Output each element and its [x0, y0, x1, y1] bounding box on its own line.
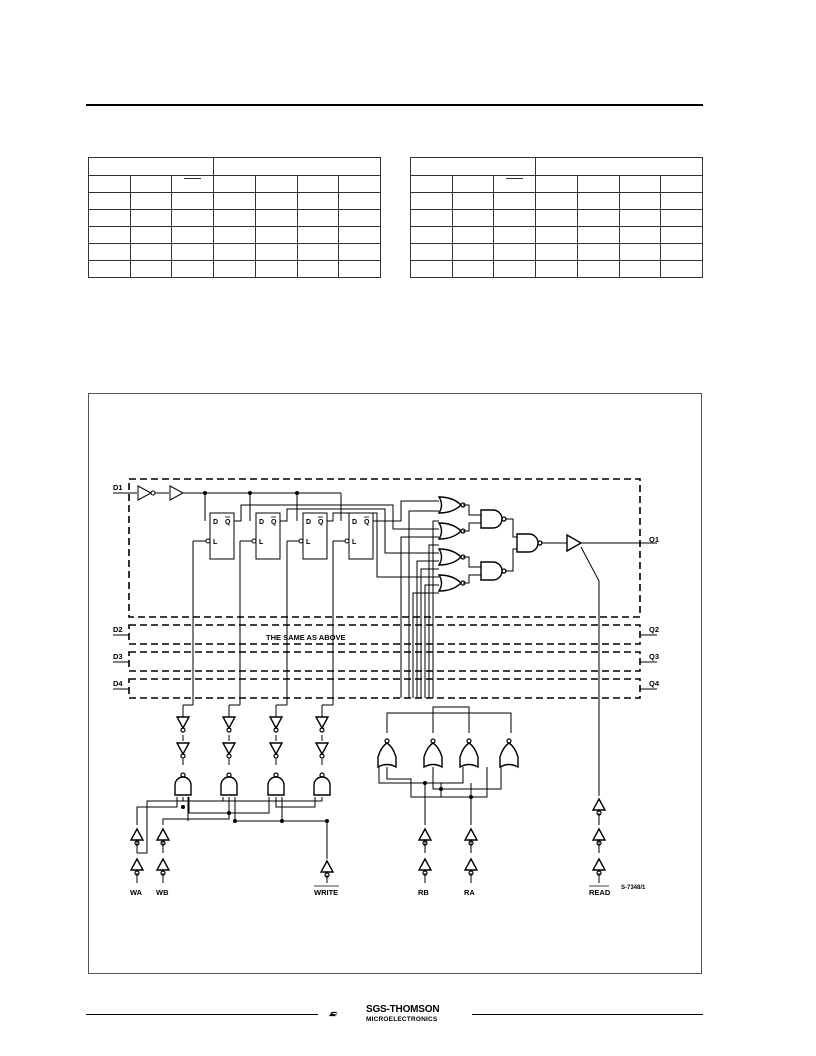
label-write: WRITE — [314, 888, 338, 897]
bit-slice-3 — [128, 651, 641, 672]
overbar — [506, 178, 524, 179]
latch-q-label: Q — [364, 519, 370, 526]
label-wa: WA — [130, 888, 143, 897]
label-same-as-above: THE SAME AS ABOVE — [266, 633, 345, 642]
latch-l-label: L — [352, 539, 357, 546]
label-q4: Q4 — [649, 679, 660, 688]
latch-q-label: Q — [225, 519, 231, 526]
label-q3: Q3 — [649, 652, 659, 661]
logic-diagram: D Q L D Q L D Q L D Q L D1 D2 D3 D4 Q1 Q… — [113, 478, 660, 897]
junction-dots — [181, 491, 473, 823]
label-q1: Q1 — [649, 535, 659, 544]
label-ra: RA — [464, 888, 475, 897]
label-wb: WB — [156, 888, 169, 897]
label-d4: D4 — [113, 679, 123, 688]
label-d2: D2 — [113, 625, 123, 634]
st-logo-icon — [329, 1011, 338, 1017]
latch — [255, 512, 281, 560]
label-d3: D3 — [113, 652, 123, 661]
table-header-cell — [213, 157, 381, 176]
latch-l-label: L — [259, 539, 264, 546]
footer-rule-right — [472, 1014, 703, 1015]
table-header-cell — [409, 157, 537, 176]
latch-d-label: D — [213, 519, 218, 526]
latch-l-label: L — [306, 539, 311, 546]
bit-slice-2 — [128, 624, 641, 645]
input-inverters — [129, 797, 607, 878]
latch-d-label: D — [259, 519, 264, 526]
table-header-cell — [535, 157, 703, 176]
overbar — [184, 178, 202, 179]
logic-diagram-frame: D Q L D Q L D Q L D Q L D1 D2 D3 D4 Q1 Q… — [88, 393, 702, 974]
label-d1: D1 — [113, 483, 123, 492]
latch-d-label: D — [306, 519, 311, 526]
label-rb: RB — [418, 888, 429, 897]
truth-table-right — [409, 157, 703, 278]
bit-slice-1 — [128, 478, 641, 618]
latch-l-label: L — [213, 539, 218, 546]
latch — [302, 512, 328, 560]
latch — [209, 512, 235, 560]
table-header-cell — [87, 157, 215, 176]
header-rule — [86, 104, 703, 106]
footer-rule-left — [86, 1014, 318, 1015]
latch-q-label: Q — [318, 519, 324, 526]
label-q2: Q2 — [649, 625, 659, 634]
nand-gates — [480, 509, 543, 581]
read-decode-gates — [377, 738, 519, 768]
brand-subtitle: MICROELECTRONICS — [366, 1016, 438, 1023]
latch-d-label: D — [352, 519, 357, 526]
brand-name: SGS-THOMSON — [366, 1004, 440, 1015]
or-gates — [438, 496, 466, 592]
label-read: READ — [589, 888, 611, 897]
write-decode-gates — [174, 716, 331, 796]
figure-reference: S-7348/1 — [621, 885, 646, 891]
bit-slice-4 — [128, 678, 641, 699]
latch-q-label: Q — [271, 519, 277, 526]
truth-table-left — [87, 157, 381, 278]
output-buffer — [566, 533, 583, 553]
